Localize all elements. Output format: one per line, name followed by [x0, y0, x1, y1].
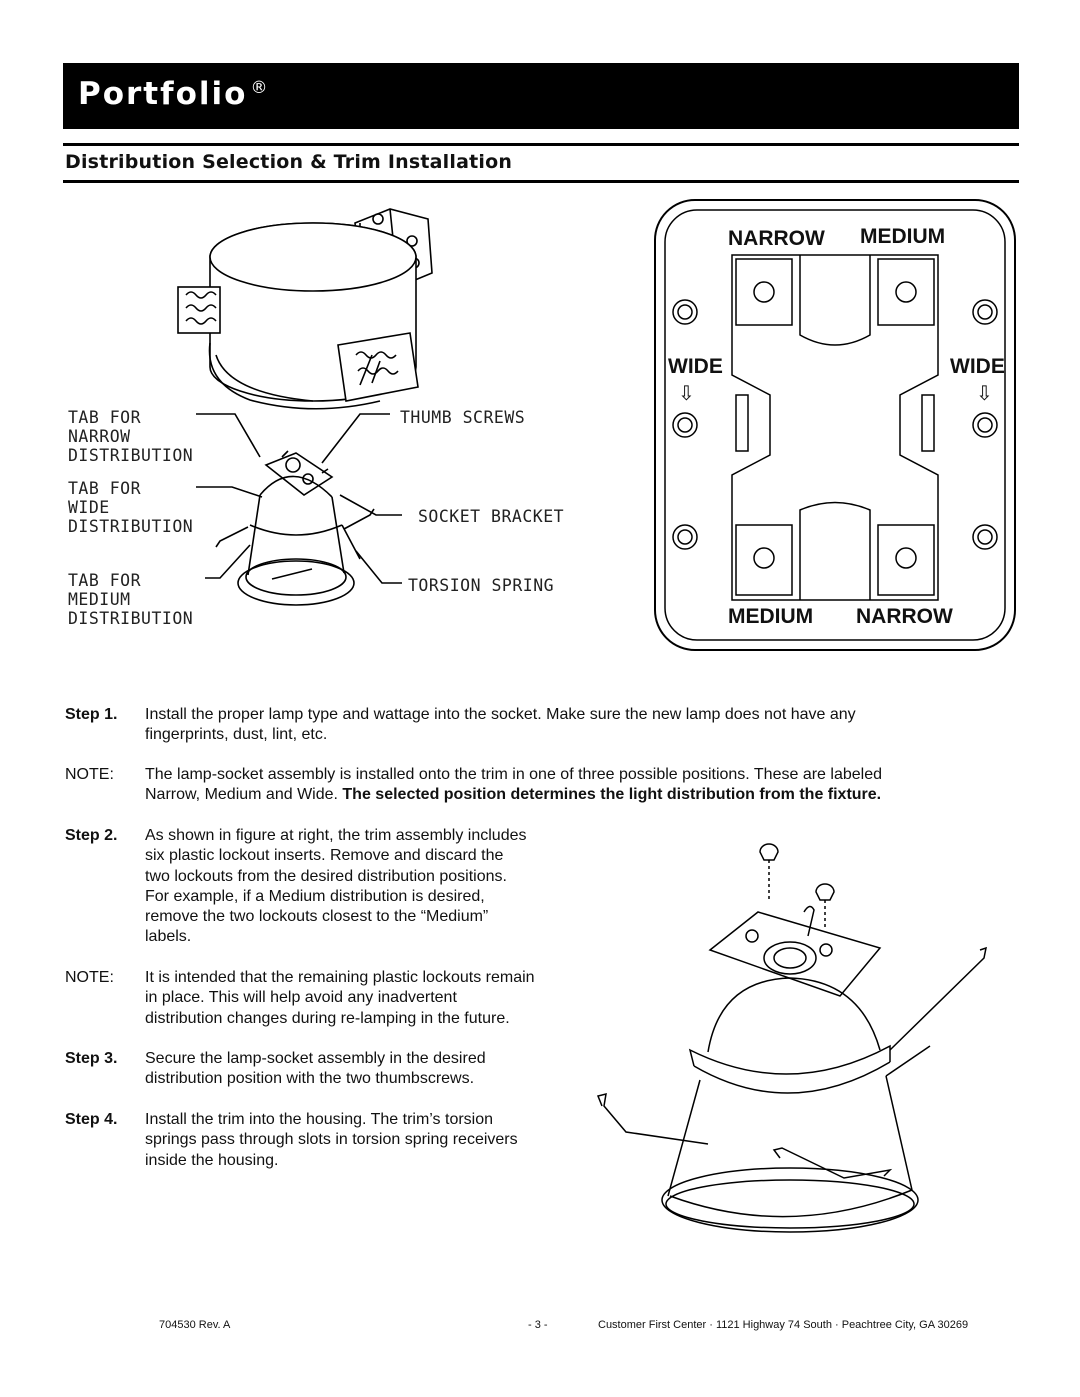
- step-label: Step 3.: [65, 1050, 118, 1067]
- registered-mark: ®: [250, 78, 268, 98]
- step-text-line: two lockouts from the desired distributi…: [145, 867, 507, 885]
- step-text-line: For example, if a Medium distribution is…: [145, 887, 485, 905]
- brand-name: Portfolio: [78, 76, 248, 112]
- label-medium-bottom: MEDIUM: [728, 605, 813, 628]
- note-text-bold: The selected position determines the lig…: [342, 786, 882, 804]
- step-label: Step 2.: [65, 827, 118, 844]
- trim-plate-positions-diagram: NARROW MEDIUM WIDE WIDE ⇩ ⇩ MEDIUM NARRO…: [654, 199, 1016, 651]
- label-medium-top: MEDIUM: [860, 225, 945, 248]
- label-thumb-screws: THUMB SCREWS: [400, 408, 525, 427]
- note-label: NOTE:: [65, 969, 114, 986]
- footer-doc-number: 704530 Rev. A: [159, 1319, 231, 1331]
- step-text-line: remove the two lockouts closest to the “…: [145, 908, 489, 926]
- header-banner: Portfolio®: [63, 63, 1019, 129]
- title-rule-bottom: [63, 180, 1019, 183]
- step-text-line: Secure the lamp-socket assembly in the d…: [145, 1050, 486, 1067]
- label-tab-wide-line1: TAB FOR: [68, 479, 141, 498]
- step-text-line: Install the proper lamp type and wattage…: [145, 706, 856, 723]
- step-text-line: inside the housing.: [145, 1151, 279, 1169]
- housing-assembly-diagram: TAB FOR NARROW DISTRIBUTION TAB FOR WIDE…: [68, 208, 564, 628]
- label-wide-right: WIDE: [950, 355, 1005, 378]
- section-title: Distribution Selection & Trim Installati…: [65, 151, 513, 173]
- label-tab-narrow-line2: NARROW: [68, 427, 131, 446]
- label-tab-narrow-line3: DISTRIBUTION: [68, 446, 193, 465]
- note-text-line: distribution changes during re-lamping i…: [145, 1009, 510, 1027]
- step-label: Step 4.: [65, 1111, 118, 1128]
- note-text-plain: Narrow, Medium and Wide.: [145, 786, 343, 804]
- step-text-line: labels.: [145, 928, 192, 946]
- note-text-line: in place. This will help avoid any inadv…: [145, 989, 457, 1007]
- label-tab-medium-line1: TAB FOR: [68, 571, 141, 590]
- footer-page-number: - 3 -: [528, 1319, 548, 1331]
- step-text-line: springs pass through slots in torsion sp…: [145, 1131, 518, 1149]
- step-label: Step 1.: [65, 706, 118, 723]
- label-tab-wide-line3: DISTRIBUTION: [68, 517, 193, 536]
- label-torsion-spring: TORSION SPRING: [408, 576, 554, 595]
- label-tab-medium-line2: MEDIUM: [68, 590, 131, 609]
- label-tab-medium-line3: DISTRIBUTION: [68, 609, 193, 628]
- step-text-line: As shown in figure at right, the trim as…: [145, 827, 527, 844]
- label-narrow-top: NARROW: [728, 227, 825, 250]
- step-text-line: fingerprints, dust, lint, etc.: [145, 726, 328, 744]
- label-socket-bracket: SOCKET BRACKET: [418, 507, 564, 526]
- label-narrow-bottom: NARROW: [856, 605, 953, 628]
- step-text-line: Install the trim into the housing. The t…: [145, 1111, 494, 1128]
- footer-address: Customer First Center · 1121 Highway 74 …: [598, 1319, 969, 1331]
- brand-title: Portfolio®: [78, 76, 268, 112]
- step-text-line: distribution position with the two thumb…: [145, 1070, 475, 1088]
- label-tab-narrow-line1: TAB FOR: [68, 408, 141, 427]
- note-label: NOTE:: [65, 766, 114, 783]
- note-text-line: It is intended that the remaining plasti…: [145, 969, 535, 986]
- trim-assembly-diagram: [596, 843, 987, 1233]
- step-text-line: six plastic lockout inserts. Remove and …: [145, 847, 504, 865]
- title-rule-top: [63, 143, 1019, 146]
- note-text-line: The lamp-socket assembly is installed on…: [145, 766, 882, 783]
- label-tab-wide-line2: WIDE: [68, 498, 110, 517]
- arrow-down-icon: ⇩: [976, 383, 993, 405]
- arrow-down-icon: ⇩: [678, 383, 695, 405]
- label-wide-left: WIDE: [668, 355, 723, 378]
